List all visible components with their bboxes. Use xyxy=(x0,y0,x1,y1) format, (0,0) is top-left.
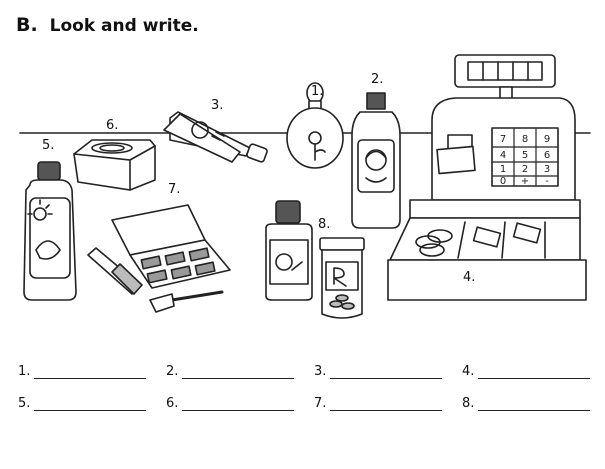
answer-label: 5. xyxy=(18,396,31,411)
answer-blank[interactable] xyxy=(330,364,443,379)
cash-register-icon xyxy=(387,54,587,301)
makeup-palette-icon xyxy=(87,204,231,313)
pill-jar-icon xyxy=(319,237,365,319)
toothpaste-tube-icon xyxy=(163,111,268,163)
soap-bar-icon xyxy=(73,139,156,191)
answer-blank[interactable] xyxy=(182,396,295,411)
answer-blank[interactable] xyxy=(182,364,295,379)
sunscreen-bottle-icon xyxy=(23,161,77,301)
register-key: 9 xyxy=(544,134,550,145)
illustration-scene: 7 8 9 4 5 6 1 2 3 0 + - xyxy=(19,54,591,319)
register-key: 8 xyxy=(522,134,528,145)
answer-line-7[interactable]: 7. xyxy=(314,396,443,411)
item-number-6: 6. xyxy=(106,118,119,133)
exercise-instruction: Look and write. xyxy=(49,16,199,36)
answer-line-4[interactable]: 4. xyxy=(462,364,591,379)
exercise-letter: B. xyxy=(16,14,38,36)
medicine-bottle-icon xyxy=(265,200,313,301)
answer-blank[interactable] xyxy=(34,396,147,411)
register-key: 4 xyxy=(500,150,506,161)
answer-label: 2. xyxy=(166,364,179,379)
register-key: 3 xyxy=(544,164,550,175)
answer-label: 8. xyxy=(462,396,475,411)
register-key: 0 xyxy=(500,176,506,187)
answer-blank[interactable] xyxy=(330,396,443,411)
register-key: - xyxy=(545,176,549,187)
answer-line-5[interactable]: 5. xyxy=(18,396,147,411)
item-number-2: 2. xyxy=(371,72,384,87)
answer-line-6[interactable]: 6. xyxy=(166,396,295,411)
exercise-heading: B. Look and write. xyxy=(16,14,199,36)
answer-label: 7. xyxy=(314,396,327,411)
register-key: 5 xyxy=(522,150,528,161)
answer-blank[interactable] xyxy=(478,364,591,379)
register-key: 1 xyxy=(500,164,506,175)
answer-label: 3. xyxy=(314,364,327,379)
answer-label: 4. xyxy=(462,364,475,379)
answer-blank[interactable] xyxy=(478,396,591,411)
item-number-8: 8. xyxy=(318,217,331,232)
register-key: 6 xyxy=(544,150,550,161)
item-number-7: 7. xyxy=(168,182,181,197)
register-key: 2 xyxy=(522,164,528,175)
answer-line-8[interactable]: 8. xyxy=(462,396,591,411)
item-number-3: 3. xyxy=(211,98,224,113)
item-number-4: 4. xyxy=(463,270,476,285)
answer-label: 1. xyxy=(18,364,31,379)
shampoo-bottle-icon xyxy=(351,92,401,229)
answer-line-2[interactable]: 2. xyxy=(166,364,295,379)
item-number-1: 1. xyxy=(311,84,324,99)
answer-line-1[interactable]: 1. xyxy=(18,364,147,379)
answer-line-3[interactable]: 3. xyxy=(314,364,443,379)
item-number-5: 5. xyxy=(42,138,55,153)
register-key: + xyxy=(521,176,529,187)
answer-blank[interactable] xyxy=(34,364,147,379)
answer-label: 6. xyxy=(166,396,179,411)
register-key: 7 xyxy=(500,134,506,145)
perfume-bottle-icon xyxy=(286,82,344,169)
